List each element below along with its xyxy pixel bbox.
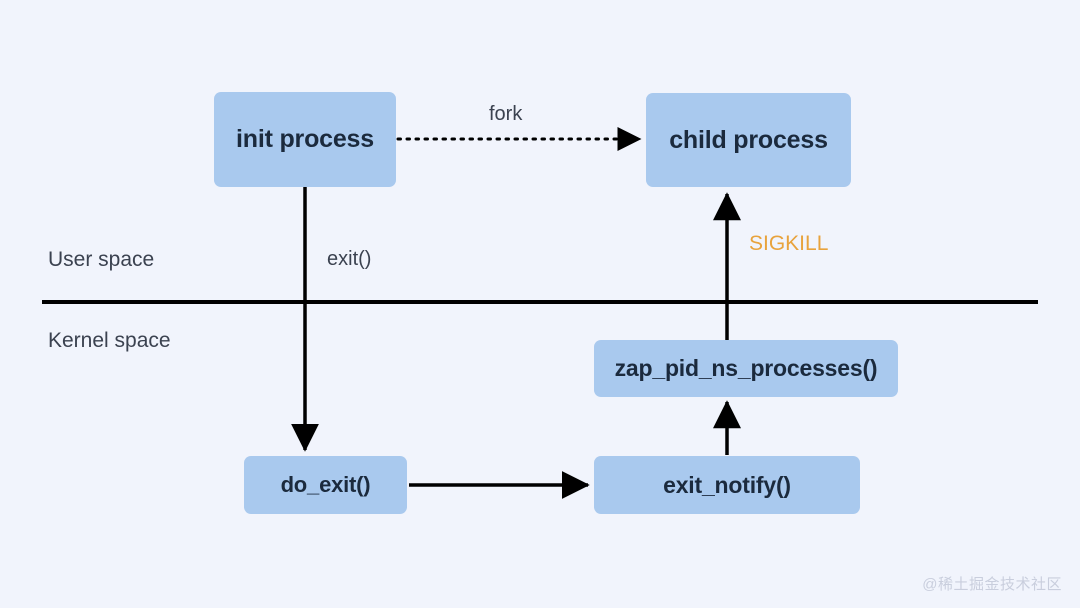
edge-label-sigkill: SIGKILL	[749, 232, 829, 255]
node-init-process[interactable]: init process	[214, 92, 396, 187]
edge-label-fork: fork	[489, 103, 523, 125]
node-do-exit[interactable]: do_exit()	[244, 456, 407, 514]
node-child-process[interactable]: child process	[646, 93, 851, 187]
node-zap-pid-ns-processes[interactable]: zap_pid_ns_processes()	[594, 340, 898, 397]
region-label-kernel-space: Kernel space	[48, 329, 171, 352]
region-label-user-space: User space	[48, 248, 155, 271]
node-exit-notify[interactable]: exit_notify()	[594, 456, 860, 514]
watermark: @稀土掘金技术社区	[922, 576, 1062, 593]
edge-label-exit: exit()	[327, 248, 372, 270]
